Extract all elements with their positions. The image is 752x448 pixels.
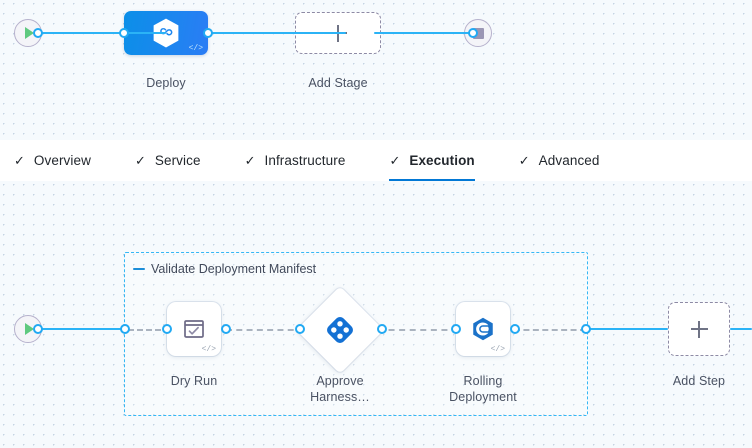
tab-execution[interactable]: ✓ Execution [389, 140, 476, 182]
tab-infrastructure-label: Infrastructure [264, 152, 346, 168]
dry-run-check-icon [184, 320, 204, 338]
exec-port-start-out[interactable] [33, 324, 43, 334]
harness-approval-icon [309, 299, 371, 361]
add-step-button[interactable] [668, 302, 730, 356]
execution-start-circle [14, 315, 42, 343]
exec-port-group-out[interactable] [581, 324, 591, 334]
stage-connector-deploy-addstage [206, 32, 346, 35]
play-icon [25, 323, 34, 335]
check-icon: ✓ [518, 153, 530, 168]
stage-config-tabs: ✓ Overview ✓ Service ✓ Infrastructure ✓ … [0, 140, 752, 182]
code-badge-icon: </> [188, 44, 203, 53]
step-node-dry-run[interactable]: </> [167, 302, 221, 356]
step-node-rolling-deployment[interactable]: </> [456, 302, 510, 356]
stage-port-end-in[interactable] [468, 28, 478, 38]
plus-icon [690, 320, 708, 338]
check-icon: ✓ [14, 153, 25, 168]
exec-port-group-in[interactable] [120, 324, 130, 334]
stage-port-start-out[interactable] [33, 28, 43, 38]
rolling-deployment-icon [473, 317, 493, 341]
exec-connector-group-addstep [588, 328, 668, 331]
exec-port-approve-in[interactable] [295, 324, 305, 334]
code-badge-icon: </> [201, 345, 216, 354]
step-group-title: Validate Deployment Manifest [151, 262, 317, 276]
minus-icon[interactable] [133, 267, 145, 271]
exec-port-dryrun-in[interactable] [162, 324, 172, 334]
play-icon [25, 27, 34, 39]
stage-connector-start-deploy [34, 32, 166, 35]
tab-advanced[interactable]: ✓ Advanced [519, 140, 600, 181]
exec-connector-dryrun-approve [226, 329, 304, 331]
stage-port-deploy-out[interactable] [203, 28, 213, 38]
stage-port-deploy-in[interactable] [119, 28, 129, 38]
step-label-dry-run: Dry Run [170, 374, 218, 388]
check-icon: ✓ [244, 153, 256, 168]
exec-connector-addstep-out [730, 328, 752, 331]
execution-canvas[interactable]: Validate Deployment Manifest </> [0, 181, 752, 448]
step-label-rolling-deployment: Rolling Deployment [449, 374, 517, 404]
tab-service-label: Service [154, 152, 201, 168]
check-icon: ✓ [134, 153, 146, 168]
step-label-approve-harness: Approve Harness… [310, 374, 370, 404]
check-icon: ✓ [389, 153, 401, 168]
tab-overview[interactable]: ✓ Overview [14, 140, 91, 181]
exec-connector-group-dryrun [128, 329, 170, 331]
exec-port-rolling-out[interactable] [510, 324, 520, 334]
add-stage-label: Add Stage [308, 76, 368, 90]
stop-icon [472, 27, 484, 39]
exec-port-dryrun-out[interactable] [221, 324, 231, 334]
stage-label-deploy: Deploy [146, 76, 186, 90]
stage-canvas[interactable]: </> Deploy Add Stage [0, 0, 752, 141]
exec-connector-rolling-groupend [514, 329, 586, 331]
step-node-approve-harness[interactable] [296, 286, 384, 374]
exec-port-approve-out[interactable] [377, 324, 387, 334]
exec-connector-approve-rolling [378, 329, 458, 331]
execution-start-node[interactable] [14, 315, 42, 343]
tab-execution-label: Execution [409, 152, 475, 168]
add-step-label: Add Step [672, 374, 726, 388]
tab-service[interactable]: ✓ Service [135, 140, 201, 181]
step-group-header[interactable]: Validate Deployment Manifest [133, 262, 316, 276]
exec-port-rolling-in[interactable] [451, 324, 461, 334]
stage-connector-addstage-end [374, 32, 473, 35]
code-badge-icon: </> [490, 345, 505, 354]
exec-connector-start-group [34, 328, 126, 331]
tab-infrastructure[interactable]: ✓ Infrastructure [245, 140, 346, 181]
tab-advanced-label: Advanced [538, 152, 600, 168]
tab-overview-label: Overview [33, 152, 91, 168]
